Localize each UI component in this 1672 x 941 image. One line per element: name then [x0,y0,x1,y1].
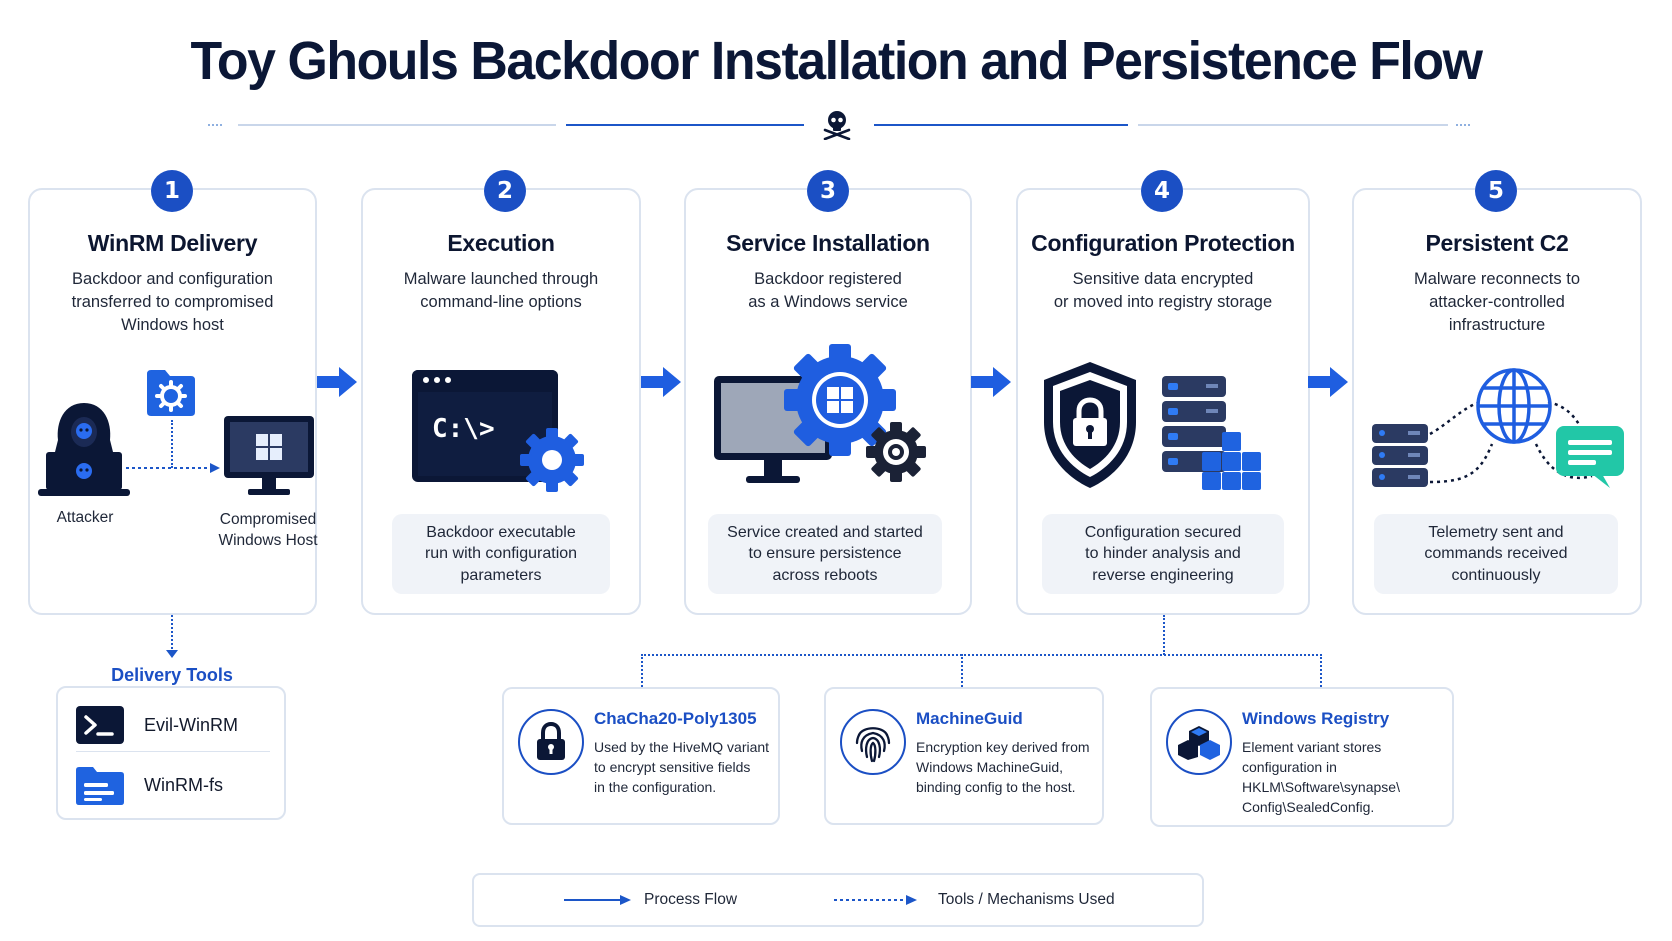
mechanism-card-windows-registry: Windows Registry Element variant stores … [1150,687,1454,827]
windows-gear-icon [784,344,896,456]
connector-dotted [171,420,173,468]
mechanism-title: MachineGuid [916,709,1023,728]
divider-dots-right [1456,124,1470,126]
divider-line [874,124,1128,126]
mechanism-title: Windows Registry [1242,709,1390,728]
mechanism-card-machineguid: MachineGuid Encryption key derived from … [824,687,1104,825]
step-number-badge: 4 [1141,170,1183,212]
delivery-tools-box: Evil-WinRM WinRM-fs [56,686,286,820]
fingerprint-icon [840,709,906,775]
step-description: Backdoor and configuration transferred t… [71,270,274,334]
legend-process-flow: Process Flow [564,875,737,925]
gear-icon [520,428,584,492]
step-number-badge: 1 [151,170,193,212]
registry-cubes-icon [1166,709,1232,775]
flow-arrow-icon [317,367,357,397]
step-number-badge: 5 [1475,170,1517,212]
persistent-c2-illustration [1372,368,1624,488]
terminal-prompt-text: C:\> [432,414,495,444]
hooded-attacker-icon [38,403,130,496]
connector-dotted [641,654,643,687]
padlock-icon [518,709,584,775]
folder-icon [76,767,124,805]
server-icon [1372,424,1428,487]
divider-line [566,124,804,126]
mechanism-description: Element variant stores configuration in … [1242,739,1400,815]
skull-crossbones-icon [823,111,851,140]
step-description: Sensitive data encrypted or moved into r… [1053,270,1273,311]
configuration-protection-illustration [1044,362,1261,490]
dotted-arrow-connector [126,463,220,473]
connector-dotted [961,654,963,687]
tool-separator [76,751,270,752]
divider-dots-left [208,124,222,126]
config-folder-icon [147,370,195,416]
shield-lock-icon [1044,362,1136,488]
gear-icon [866,422,926,482]
service-installation-illustration [714,344,926,483]
step-number-badge: 3 [807,170,849,212]
arrow-down-icon [166,650,178,658]
step-number-badge: 2 [484,170,526,212]
step-title: Persistent C2 [1425,230,1569,256]
connector-dotted [641,654,1322,656]
step-title: Service Installation [726,230,930,256]
connector-dotted [1320,654,1322,687]
mechanism-description: Encryption key derived from Windows Mach… [916,739,1090,795]
legend-label: Tools / Mechanisms Used [938,891,1115,908]
step-note: Backdoor executable run with configurati… [392,514,610,594]
step-title: Configuration Protection [1031,230,1295,256]
chat-bubble-icon [1556,426,1624,488]
attacker-label: Attacker [56,509,114,526]
step-description: Backdoor registered as a Windows service [748,270,908,311]
solid-arrow-icon [564,895,631,905]
mechanism-card-chacha20: ChaCha20-Poly1305 Used by the HiveMQ var… [502,687,780,825]
tool-item-winrm-fs: WinRM-fs [76,762,270,808]
legend-tools-mechanisms: Tools / Mechanisms Used [834,875,1115,925]
step-note: Telemetry sent and commands received con… [1374,514,1618,594]
step-note: Configuration secured to hinder analysis… [1042,514,1284,594]
connector-dotted [1163,615,1165,655]
dotted-arrow-icon [834,895,917,905]
delivery-tools-title: Delivery Tools [111,665,233,685]
step-note: Service created and started to ensure pe… [708,514,942,594]
registry-cubes-icon [1202,432,1261,490]
step-title: Execution [447,230,555,256]
page-title: Toy Ghouls Backdoor Installation and Per… [190,31,1483,91]
tool-label: WinRM-fs [144,774,223,795]
step-description: Malware launched through command-line op… [403,270,599,311]
connector-dotted [171,615,173,653]
step-description: Malware reconnects to attacker-controlle… [1414,270,1580,334]
step-title: WinRM Delivery [87,230,258,256]
mechanism-description: Used by the HiveMQ variant to encrypt se… [594,739,770,795]
flow-arrow-icon [971,367,1011,397]
windows-host-monitor-icon [224,416,314,495]
legend-label: Process Flow [644,891,738,908]
mechanism-title: ChaCha20-Poly1305 [594,709,757,728]
tool-label: Evil-WinRM [144,714,238,735]
flow-arrow-icon [641,367,681,397]
compromised-host-label: Compromised Windows Host [218,511,318,549]
divider-line [238,124,556,126]
legend: Process Flow Tools / Mechanisms Used [472,873,1204,927]
tool-item-evil-winrm: Evil-WinRM [76,702,270,748]
terminal-window-icon [412,370,584,492]
terminal-prompt-icon [76,706,124,744]
flow-arrow-icon [1308,367,1348,397]
divider-line [1138,124,1448,126]
globe-icon [1476,368,1552,444]
